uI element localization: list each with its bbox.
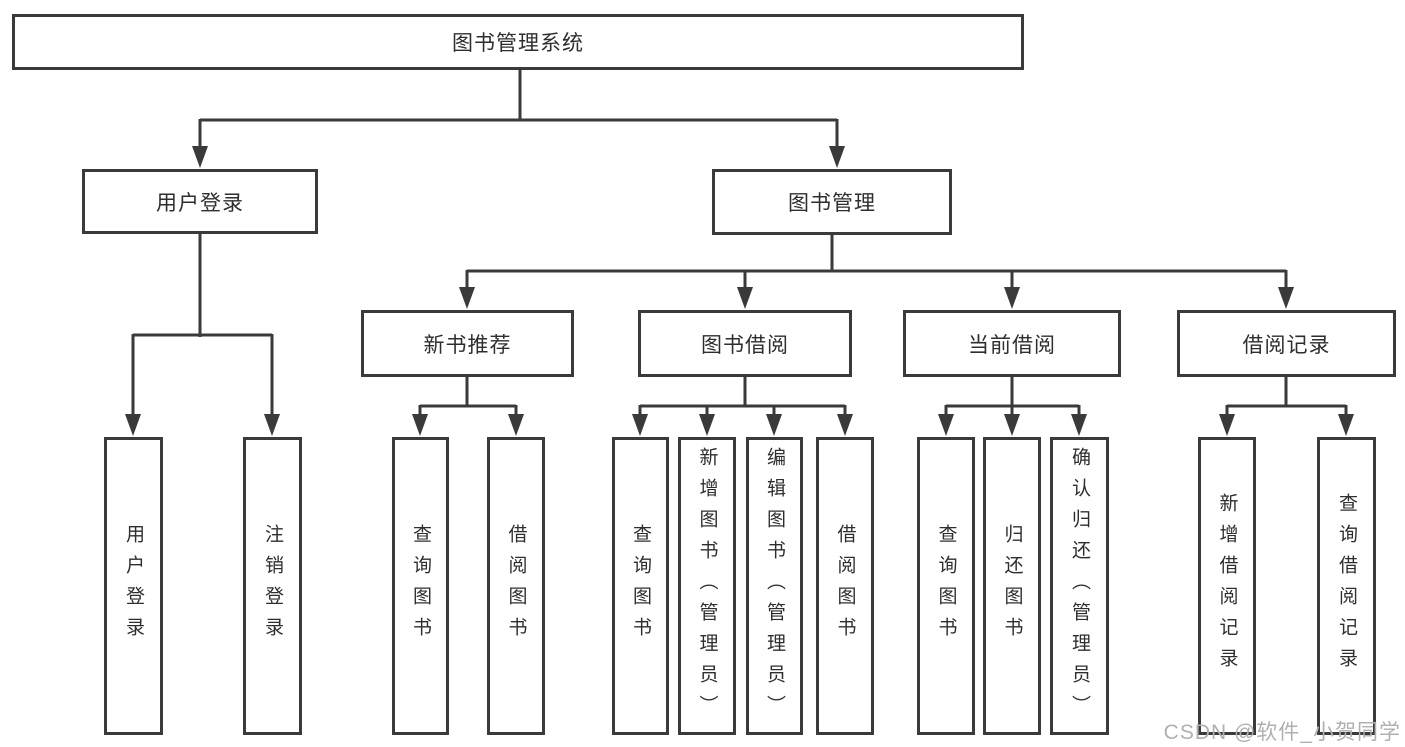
leaf-confirm-return-admin-label: 确认归还（管理员） [1069, 446, 1090, 726]
node-book-management: 图书管理 [712, 169, 952, 235]
leaf-logout: 注销登录 [243, 437, 302, 735]
node-book-management-label: 图书管理 [788, 192, 876, 215]
leaf-query-books-recommend-label: 查询图书 [410, 524, 431, 648]
leaf-query-books-recommend: 查询图书 [392, 437, 449, 735]
leaf-query-books-current-label: 查询图书 [935, 524, 957, 648]
leaf-confirm-return-admin: 确认归还（管理员） [1050, 437, 1109, 735]
leaf-return-books: 归还图书 [983, 437, 1041, 735]
leaf-logout-label: 注销登录 [262, 524, 283, 648]
leaf-query-borrow-record-label: 查询借阅记录 [1336, 493, 1357, 679]
node-current-borrowing-label: 当前借阅 [968, 333, 1056, 357]
node-user-login-label: 用户登录 [156, 191, 244, 215]
leaf-borrow-books-recommend-label: 借阅图书 [505, 524, 527, 648]
watermark: CSDN @软件_小贺同学 [1163, 721, 1401, 744]
leaf-borrow-books-recommend: 借阅图书 [487, 437, 545, 735]
node-new-book-recommendation-label: 新书推荐 [423, 333, 512, 357]
node-book-borrowing-label: 图书借阅 [701, 333, 789, 357]
leaf-return-books-label: 归还图书 [1001, 524, 1023, 648]
node-new-book-recommendation: 新书推荐 [361, 310, 574, 377]
leaf-query-books-borrowing: 查询图书 [612, 437, 669, 735]
leaf-borrow-books-label: 借阅图书 [834, 524, 856, 648]
leaf-query-books-current: 查询图书 [917, 437, 975, 735]
leaf-edit-books-admin-label: 编辑图书（管理员） [764, 446, 785, 726]
leaf-query-books-borrowing-label: 查询图书 [630, 524, 651, 648]
leaf-add-borrow-record-label: 新增借阅记录 [1216, 493, 1238, 679]
node-root-label: 图书管理系统 [452, 32, 584, 55]
node-borrowing-records: 借阅记录 [1177, 310, 1396, 377]
leaf-user-login-label: 用户登录 [123, 524, 144, 648]
node-borrowing-records-label: 借阅记录 [1242, 333, 1331, 357]
leaf-add-books-admin-label: 新增图书（管理员） [696, 446, 718, 726]
leaf-edit-books-admin: 编辑图书（管理员） [746, 437, 803, 735]
leaf-add-books-admin: 新增图书（管理员） [678, 437, 736, 735]
node-current-borrowing: 当前借阅 [903, 310, 1121, 377]
node-book-borrowing: 图书借阅 [638, 310, 852, 377]
node-root: 图书管理系统 [12, 14, 1024, 70]
arrowheads [125, 146, 1354, 436]
leaf-query-borrow-record: 查询借阅记录 [1317, 437, 1376, 735]
node-user-login: 用户登录 [82, 169, 318, 234]
leaf-user-login: 用户登录 [104, 437, 163, 735]
leaf-add-borrow-record: 新增借阅记录 [1198, 437, 1256, 735]
leaf-borrow-books: 借阅图书 [816, 437, 874, 735]
